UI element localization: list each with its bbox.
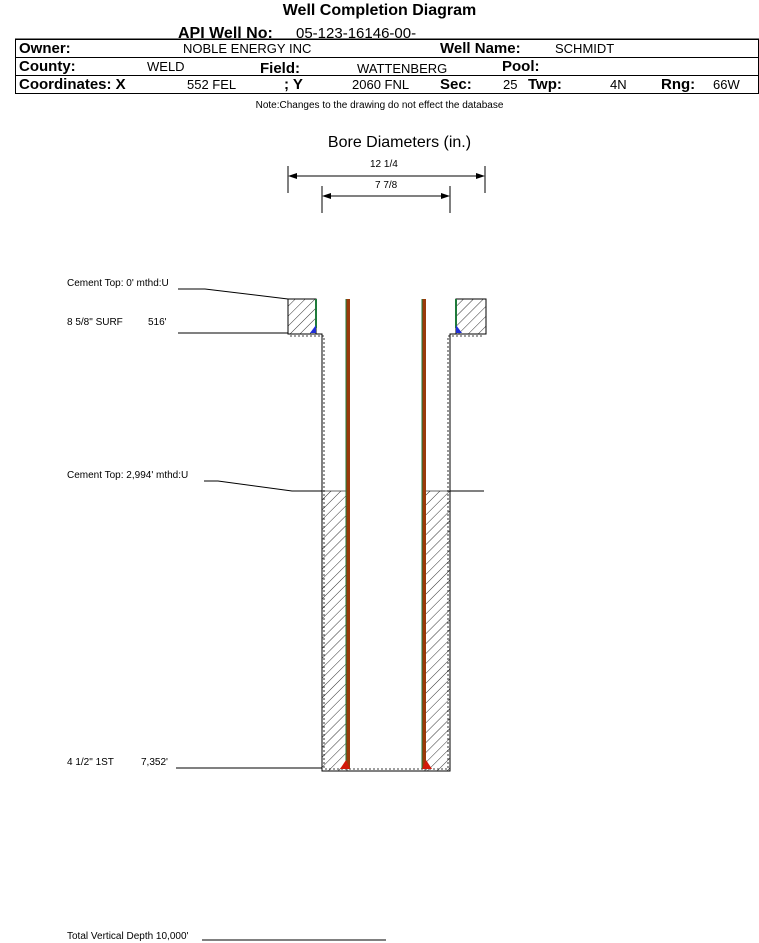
surface-cement-right [455, 298, 487, 335]
production-cement-left [321, 490, 348, 772]
header-row-owner: Owner: NOBLE ENERGY INC Well Name: SCHMI… [15, 39, 759, 58]
sec-label: Sec: [440, 76, 472, 93]
pool-label: Pool: [502, 58, 540, 75]
coord-y-value: 2060 FNL [352, 77, 410, 92]
twp-value: 4N [610, 77, 627, 92]
api-label: API Well No: [178, 25, 273, 42]
surface-shoe-left [310, 325, 316, 333]
header-row-coordinates: Coordinates: X 552 FEL ; Y 2060 FNL Sec:… [15, 75, 759, 94]
owner-row-cell: Owner: NOBLE ENERGY INC Well Name: SCHMI… [15, 39, 759, 58]
outer-diameter-dimension [287, 166, 486, 193]
county-value: WELD [147, 59, 185, 74]
surface-shoe-right [456, 325, 462, 333]
coord-y-label: ; Y [284, 76, 303, 93]
production-shoe-left [340, 760, 350, 769]
well-name-label: Well Name: [440, 40, 521, 57]
surface-depth-label: 516' [148, 317, 167, 328]
open-hole-outline [288, 333, 486, 772]
bore-diameters-title: Bore Diameters (in.) [327, 134, 472, 151]
coordinates-row-cell: Coordinates: X 552 FEL ; Y 2060 FNL Sec:… [15, 75, 759, 94]
inner-diameter-dimension [321, 186, 451, 213]
bore-diameter-inner: 7 7/8 [375, 180, 398, 191]
production-casing-right [422, 299, 426, 769]
cement-top-surface-leader [178, 288, 289, 300]
production-cement-right [424, 490, 451, 772]
total-depth-label: Total Vertical Depth 10,000' [67, 931, 189, 942]
header-row-county: County: WELD Field: WATTENBERG Pool: [15, 57, 759, 77]
twp-label: Twp: [528, 76, 562, 93]
field-label: Field: [260, 60, 300, 77]
production-casing-left [346, 299, 350, 769]
diagram-title: Well Completion Diagram [282, 2, 477, 19]
production-casing-label: 4 1/2" 1ST [67, 757, 114, 768]
owner-label: Owner: [19, 40, 71, 57]
production-shoe-right [422, 760, 432, 769]
cement-top-surface-label: Cement Top: 0' mthd:U [67, 278, 169, 289]
rng-label: Rng: [661, 76, 696, 93]
header-table: Owner: NOBLE ENERGY INC Well Name: SCHMI… [15, 39, 759, 94]
api-value: 05-123-16146-00- [296, 25, 417, 42]
bore-diameter-outer: 12 1/4 [370, 159, 398, 170]
surface-cement-left [287, 298, 317, 335]
database-note: Note:Changes to the drawing do not effec… [255, 100, 504, 111]
field-value: WATTENBERG [357, 61, 448, 76]
production-depth-label: 7,352' [141, 757, 168, 768]
coord-x-value: 552 FEL [187, 77, 237, 92]
county-row-cell: County: WELD Field: WATTENBERG Pool: [15, 57, 759, 77]
well-name-value: SCHMIDT [555, 41, 615, 56]
county-label: County: [19, 58, 76, 75]
sec-value: 25 [503, 77, 518, 92]
coord-x-label: Coordinates: X [19, 76, 126, 93]
cement-top-production-label: Cement Top: 2,994' mthd:U [67, 470, 189, 481]
rng-value: 66W [713, 77, 740, 92]
surface-casing-label: 8 5/8" SURF [67, 317, 123, 328]
owner-value: NOBLE ENERGY INC [183, 41, 312, 56]
cement-top-production-leader [204, 480, 322, 492]
